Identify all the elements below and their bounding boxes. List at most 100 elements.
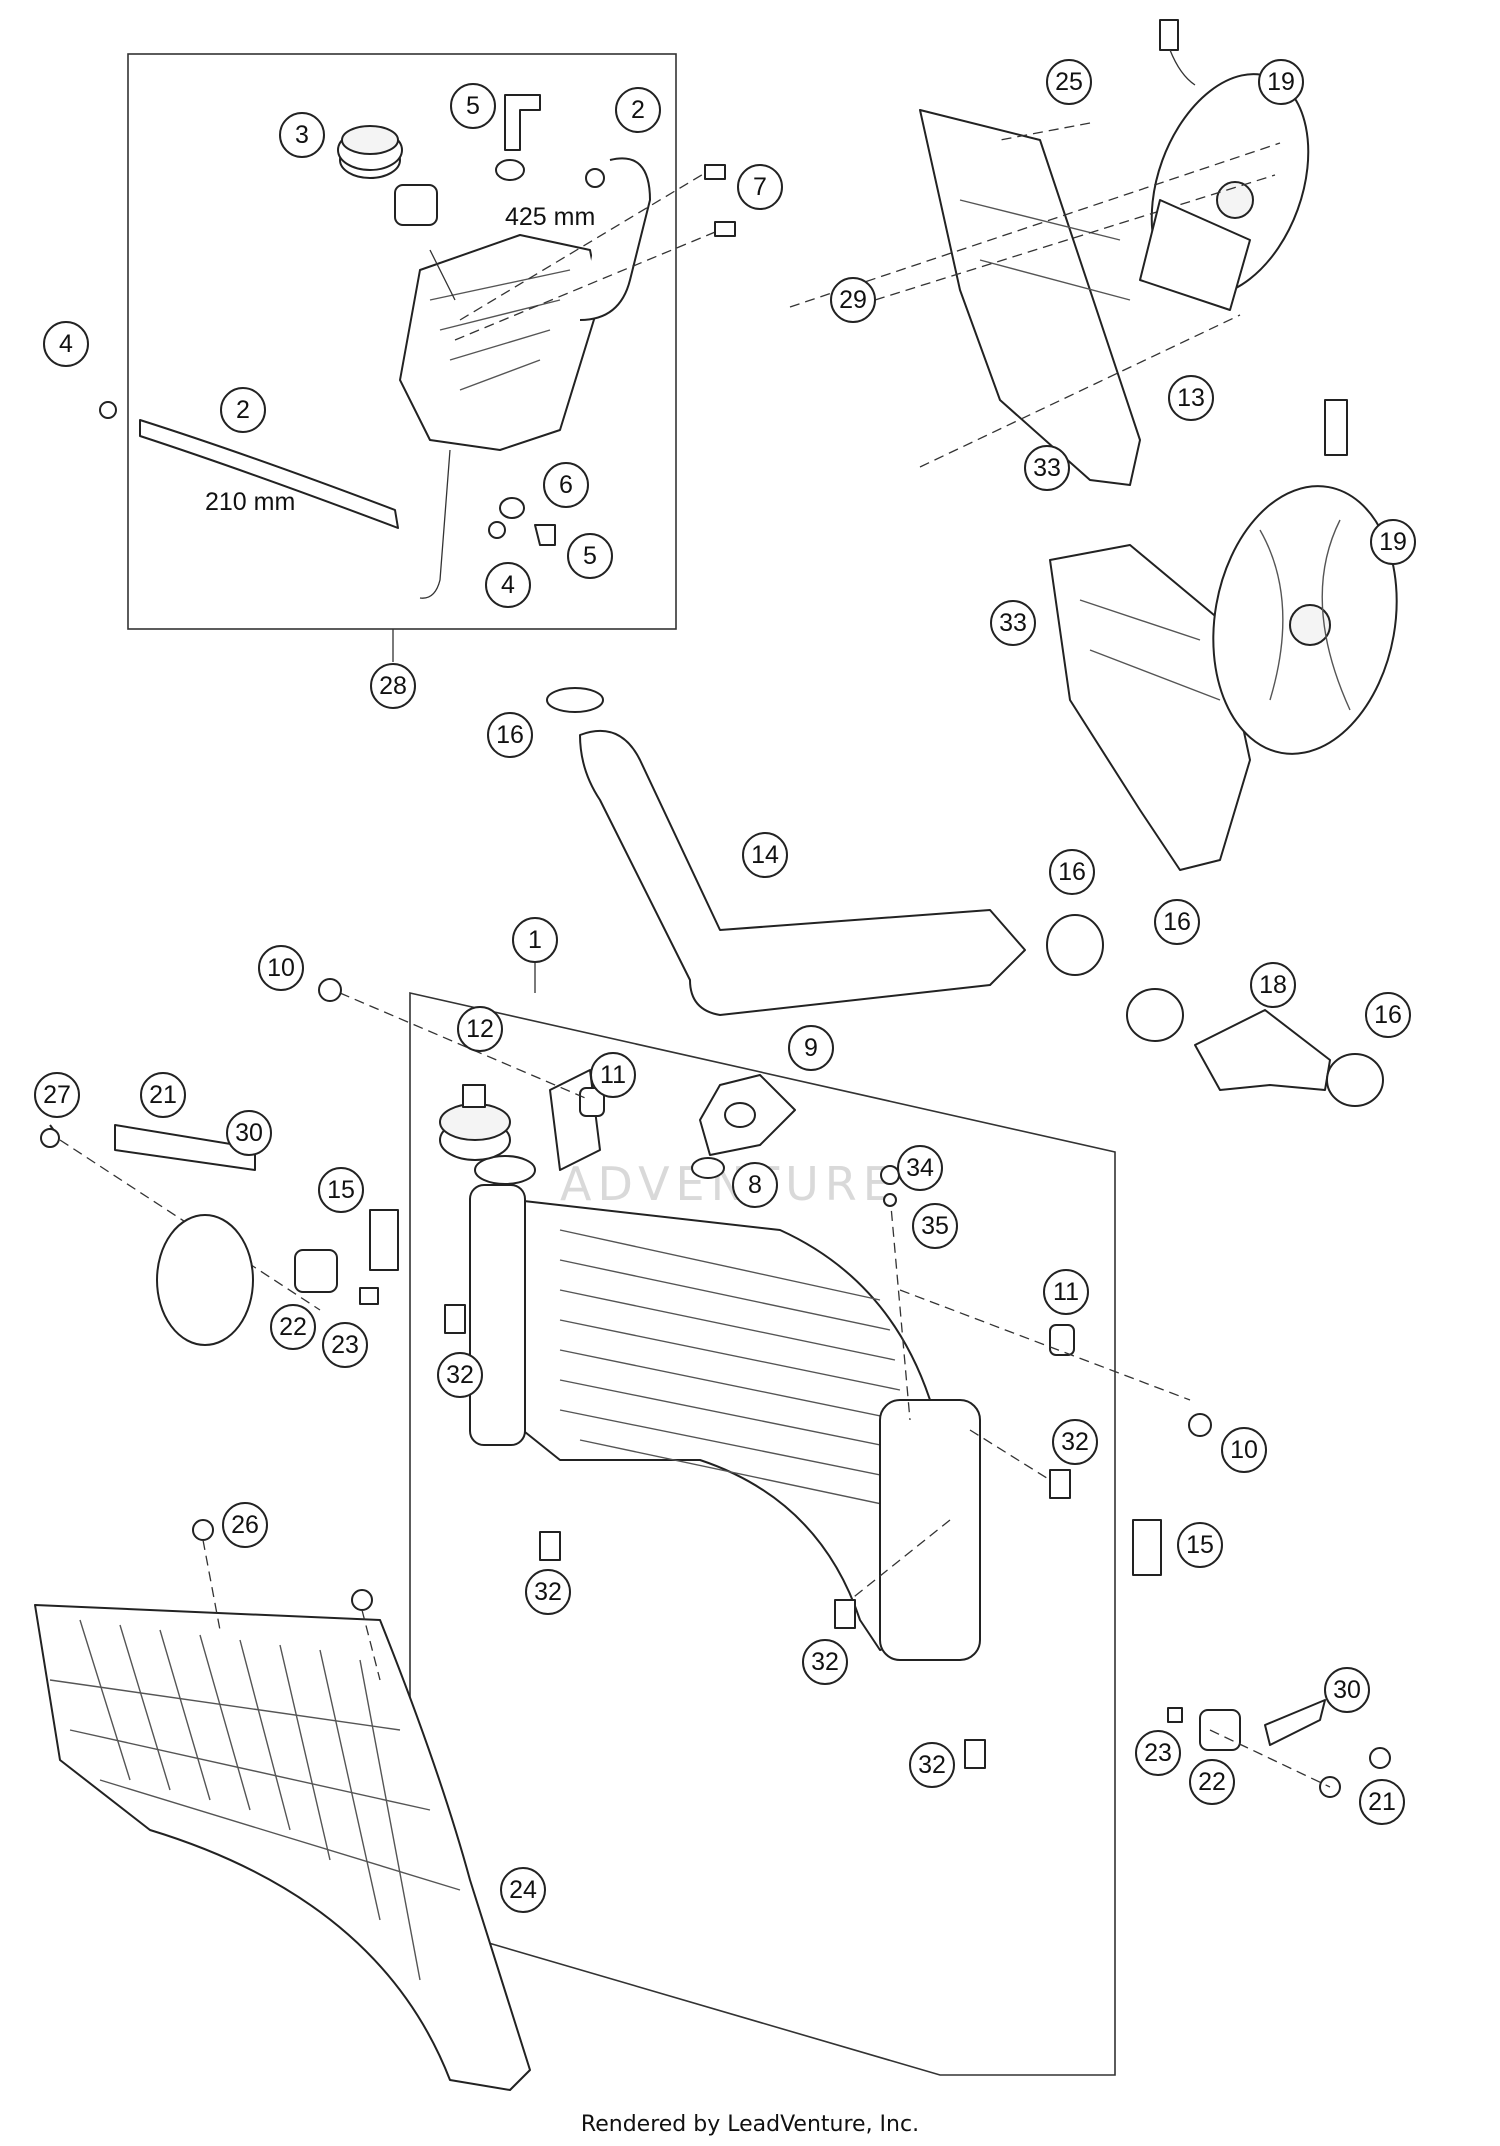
callout-5-upper: 5 <box>450 83 496 129</box>
radiator <box>469 1155 981 1661</box>
grommet-lower <box>499 497 525 519</box>
hose-connector <box>1194 1009 1331 1091</box>
svg-text:33: 33 <box>999 609 1027 637</box>
hose-clamp-top <box>546 687 604 713</box>
callout-24: 24 <box>500 1867 546 1913</box>
callout-4-left: 4 <box>43 321 89 367</box>
callout-10-right: 10 <box>1221 1427 1267 1473</box>
callout-13: 13 <box>1168 375 1214 421</box>
svg-text:23: 23 <box>1144 1739 1172 1767</box>
svg-text:13: 13 <box>1177 384 1205 412</box>
side-mount-right <box>1132 1519 1391 1798</box>
grommet-upper <box>495 159 525 181</box>
callout-15-right: 15 <box>1177 1522 1223 1568</box>
svg-text:30: 30 <box>235 1119 263 1147</box>
svg-text:19: 19 <box>1379 528 1407 556</box>
callout-4-lower: 4 <box>485 562 531 608</box>
callout-6: 6 <box>543 462 589 508</box>
svg-text:21: 21 <box>149 1081 177 1109</box>
svg-text:32: 32 <box>811 1648 839 1676</box>
svg-text:4: 4 <box>501 571 515 599</box>
svg-text:32: 32 <box>1061 1428 1089 1456</box>
callout-10-left: 10 <box>258 945 304 991</box>
fan-upper-connector <box>1159 19 1179 51</box>
svg-text:33: 33 <box>1033 454 1061 482</box>
clip-bottom <box>964 1739 986 1769</box>
grille-screw-right <box>351 1589 373 1611</box>
svg-text:7: 7 <box>753 173 767 201</box>
callout-1: 1 <box>512 917 558 963</box>
svg-text:24: 24 <box>509 1876 537 1904</box>
hose-elbow-lower <box>534 524 556 546</box>
callout-32-left: 32 <box>437 1352 483 1398</box>
svg-text:19: 19 <box>1267 68 1295 96</box>
callout-19-lower: 19 <box>1370 519 1416 565</box>
grommet-right-radiator <box>1049 1324 1075 1356</box>
expansion-tank-group-frame <box>127 53 677 630</box>
svg-text:5: 5 <box>583 542 597 570</box>
watermark-text: ADVENTURE <box>560 1157 898 1211</box>
svg-text:6: 6 <box>559 471 573 499</box>
callout-23-left: 23 <box>322 1322 368 1368</box>
clamp-upper <box>585 168 605 188</box>
hose-clamp-right <box>1046 914 1104 976</box>
fan-shroud-lower <box>1049 544 1251 871</box>
svg-text:2: 2 <box>236 396 250 424</box>
clamp-lower <box>488 521 506 539</box>
sensor-seal-ring <box>691 1157 725 1179</box>
svg-text:5: 5 <box>466 92 480 120</box>
svg-text:23: 23 <box>331 1331 359 1359</box>
callout-33-upper: 33 <box>1024 445 1070 491</box>
svg-text:26: 26 <box>231 1511 259 1539</box>
svg-text:16: 16 <box>1374 1001 1402 1029</box>
callout-32-right: 32 <box>1052 1419 1098 1465</box>
washer-top-radiator <box>883 1193 897 1207</box>
svg-text:18: 18 <box>1259 971 1287 999</box>
radiator-grille <box>34 1519 531 2091</box>
callout-32-bottom: 32 <box>909 1742 955 1788</box>
callout-7: 7 <box>737 164 783 210</box>
callout-16-top: 16 <box>487 712 533 758</box>
hose-425mm <box>579 157 651 321</box>
svg-text:29: 29 <box>839 286 867 314</box>
svg-text:16: 16 <box>1163 908 1191 936</box>
screw-lower <box>714 221 736 237</box>
temperature-sensor <box>699 1074 796 1156</box>
dimension-425mm: 425 mm <box>505 203 595 231</box>
svg-text:22: 22 <box>1198 1768 1226 1796</box>
callout-23-right: 23 <box>1135 1730 1181 1776</box>
fan-bracket <box>1139 199 1251 311</box>
fan-lower-connector <box>1324 399 1348 456</box>
callout-25: 25 <box>1046 59 1092 105</box>
svg-text:9: 9 <box>804 1034 818 1062</box>
callout-3: 3 <box>279 112 325 158</box>
svg-text:15: 15 <box>1186 1531 1214 1559</box>
svg-text:25: 25 <box>1055 68 1083 96</box>
callout-32-mid: 32 <box>525 1569 571 1615</box>
callout-28: 28 <box>370 663 416 709</box>
svg-text:10: 10 <box>267 954 295 982</box>
callout-11-upper: 11 <box>590 1052 636 1098</box>
svg-text:22: 22 <box>279 1313 307 1341</box>
svg-text:12: 12 <box>466 1015 494 1043</box>
svg-text:11: 11 <box>600 1061 626 1089</box>
svg-text:32: 32 <box>918 1751 946 1779</box>
hose-clamp-far-right <box>1326 1053 1384 1107</box>
callout-21-left: 21 <box>140 1072 186 1118</box>
callout-22-right: 22 <box>1189 1759 1235 1805</box>
svg-text:3: 3 <box>295 121 309 149</box>
expansion-tank-cap <box>337 125 403 171</box>
side-mount-left <box>40 1124 399 1346</box>
render-credit: Rendered by LeadVenture, Inc. <box>580 2112 920 2137</box>
cover-right-pad <box>1132 1519 1162 1576</box>
svg-text:2: 2 <box>631 96 645 124</box>
callout-27: 27 <box>34 1072 80 1118</box>
clamp-left <box>99 401 117 419</box>
hose-clamp-mid <box>1126 988 1184 1042</box>
svg-text:11: 11 <box>1053 1278 1079 1306</box>
bolt-left-radiator <box>318 978 342 1002</box>
clip-mid-lower <box>834 1599 856 1629</box>
callout-2-upper: 2 <box>615 87 661 133</box>
svg-text:32: 32 <box>446 1361 474 1389</box>
